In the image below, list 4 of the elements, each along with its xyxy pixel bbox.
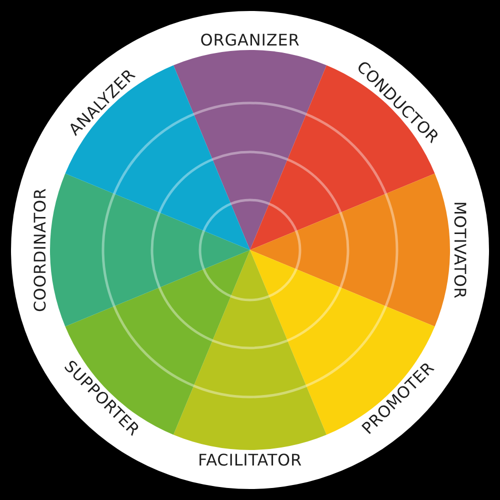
segment-label: ORGANIZER [200,32,300,48]
segment-label: FACILITATOR [198,452,302,468]
segment-label: COORDINATOR [32,188,48,312]
segment-label: MOTIVATOR [452,201,468,299]
